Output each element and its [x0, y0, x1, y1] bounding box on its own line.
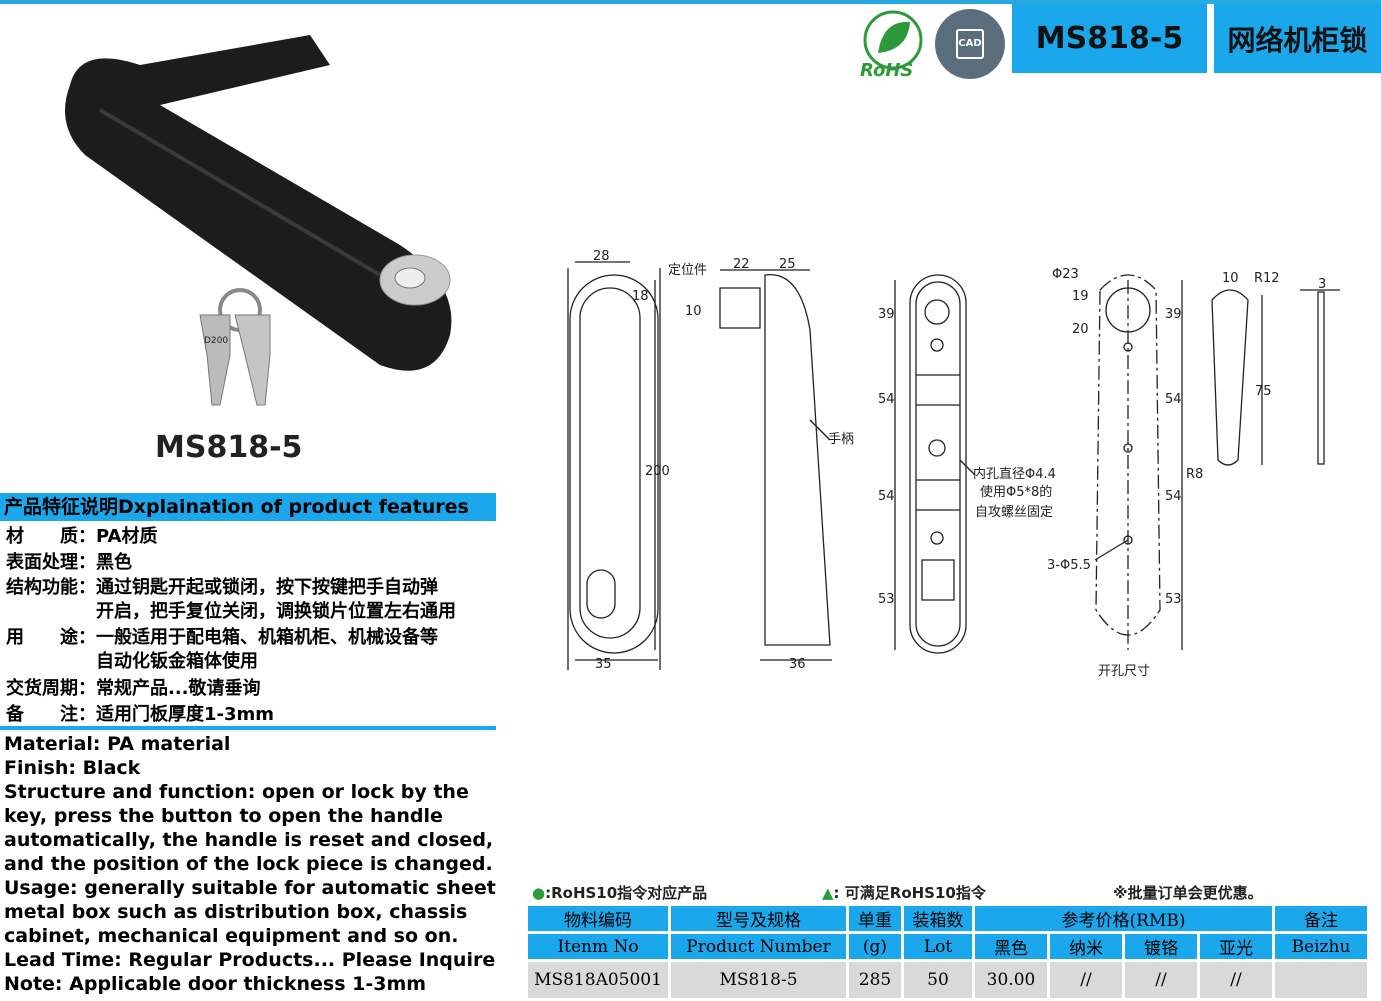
divider [0, 726, 496, 730]
cad-icon: CAD [935, 9, 1005, 79]
english-line: and the position of the lock piece is ch… [4, 853, 493, 875]
header-cell: Lot [904, 934, 972, 959]
header-cell: 纳米 [1050, 934, 1122, 959]
dim-label: R8 [1186, 467, 1203, 482]
header-cell: 亚光 [1200, 934, 1272, 959]
feature-line: 交货周期：常规产品...敬请垂询 [6, 678, 261, 699]
header-cell: 备注 [1275, 906, 1367, 931]
legend-text: : 可满足RoHS10指令 [833, 884, 986, 902]
english-line: cabinet, mechanical equipment and so on. [4, 925, 459, 947]
header-cell: 参考价格(RMB) [975, 906, 1272, 931]
category-box: 网络机柜锁 [1214, 4, 1381, 73]
dim-label: 内孔直径Φ4.4 [973, 466, 1056, 482]
table-row: MS818A05001 MS818-5 285 50 30.00 // // /… [528, 962, 1367, 998]
svg-text:RoHS: RoHS [860, 60, 913, 78]
dim-label: 自攻螺丝固定 [975, 505, 1053, 520]
feature-line: 材 质：PA材质 [6, 526, 158, 547]
english-line: Usage: generally suitable for automatic … [4, 877, 496, 899]
cell-price-chrome: // [1125, 962, 1197, 998]
dim-label: 25 [779, 257, 796, 272]
dim-label: R12 [1254, 271, 1280, 286]
header-cell: 型号及规格 [671, 906, 846, 931]
legend-text: :RoHS10指令对应产品 [545, 884, 708, 902]
cell-price-matte: // [1200, 962, 1272, 998]
dim-label: 28 [593, 249, 610, 264]
dim-label: 3-Φ5.5 [1047, 558, 1091, 573]
dim-label: 54 [1165, 392, 1182, 407]
dim-label: 75 [1255, 384, 1272, 399]
rohs-logo: RoHS [858, 8, 928, 81]
cell-product-number: MS818-5 [671, 962, 846, 998]
cell-item-no: MS818A05001 [528, 962, 668, 998]
header-cell: 装箱数 [904, 906, 972, 931]
dim-label: 54 [878, 392, 895, 407]
model-box: MS818-5 [1012, 4, 1207, 73]
english-line: metal box such as distribution box, chas… [4, 901, 468, 923]
english-line: Material: PA material [4, 733, 231, 755]
header-cell: 物料编码 [528, 906, 668, 931]
header-cell: (g) [849, 934, 901, 959]
dim-label: 39 [878, 307, 895, 322]
english-line: automatically, the handle is reset and c… [4, 829, 494, 851]
dim-label: 19 [1072, 289, 1089, 304]
header-cell: 单重 [849, 906, 901, 931]
legend-meets: ▲: 可满足RoHS10指令 [822, 882, 986, 903]
feature-line: 自动化钣金箱体使用 [6, 651, 258, 672]
dim-label: 开孔尺寸 [1098, 664, 1150, 679]
dim-label: 18 [632, 289, 649, 304]
english-line: Lead Time: Regular Products... Please In… [4, 949, 496, 971]
green-dot-icon: ● [532, 884, 546, 902]
english-line: key, press the button to open the handle [4, 805, 443, 827]
feature-line: 开启，把手复位关闭，调换锁片位置左右通用 [6, 601, 456, 622]
dim-label: 10 [1222, 271, 1239, 286]
english-line: Finish: Black [4, 757, 141, 779]
cell-weight: 285 [849, 962, 901, 998]
english-line: Structure and function: open or lock by … [4, 781, 469, 803]
header-cell: Itenm No [528, 934, 668, 959]
legend-bulk: ※批量订单会更优惠。 [1113, 884, 1263, 902]
dim-label: 20 [1072, 322, 1089, 337]
top-accent-line [0, 0, 1381, 4]
svg-text:D200: D200 [204, 336, 228, 346]
dim-label: Φ23 [1052, 267, 1079, 282]
dim-label: 10 [685, 304, 702, 319]
dim-label: 53 [878, 592, 895, 607]
dim-label: 200 [645, 464, 670, 479]
dim-label: 3 [1318, 277, 1326, 292]
cell-remark [1275, 962, 1367, 998]
dim-label: 使用Φ5*8的 [980, 484, 1052, 500]
dim-label: 定位件 [668, 263, 707, 278]
dim-label: 54 [1165, 489, 1182, 504]
dim-label: 22 [733, 257, 750, 272]
header-cell: 黑色 [975, 934, 1047, 959]
dim-label: 53 [1165, 592, 1182, 607]
feature-line: 备 注：适用门板厚度1-3mm [6, 704, 275, 725]
product-title: MS818-5 [155, 430, 303, 465]
cell-price-nano: // [1050, 962, 1122, 998]
dim-label: 54 [878, 489, 895, 504]
english-line: Note: Applicable door thickness 1-3mm [4, 973, 427, 995]
header-cell: Beizhu [1275, 934, 1367, 959]
dim-label: 39 [1165, 307, 1182, 322]
legend-rohs: ●:RoHS10指令对应产品 [532, 882, 707, 903]
header-cell: 镀铬 [1125, 934, 1197, 959]
price-table: 物料编码 型号及规格 单重 装箱数 参考价格(RMB) 备注 Itenm No … [525, 903, 1370, 1001]
english-description: Material: PA material Finish: Black Stru… [4, 732, 504, 996]
cell-price-black: 30.00 [975, 962, 1047, 998]
dim-label: 36 [789, 657, 806, 672]
dim-label: 35 [595, 657, 612, 672]
feature-line: 结构功能：通过钥匙开起或锁闭，按下按键把手自动弹 [6, 577, 438, 598]
technical-drawing: 28 18 200 35 定位件 22 25 10 手柄 36 39 54 54… [567, 249, 1340, 679]
triangle-icon: ▲ [822, 884, 834, 902]
features-heading: 产品特征说明Dxplaination of product features [0, 493, 496, 521]
header-cell: Product Number [671, 934, 846, 959]
cell-lot: 50 [904, 962, 972, 998]
feature-line: 表面处理：黑色 [6, 552, 132, 573]
dim-label: 手柄 [828, 432, 854, 447]
product-image: D200 [40, 25, 470, 425]
feature-line: 用 途：一般适用于配电箱、机箱机柜、机械设备等 [6, 627, 438, 648]
